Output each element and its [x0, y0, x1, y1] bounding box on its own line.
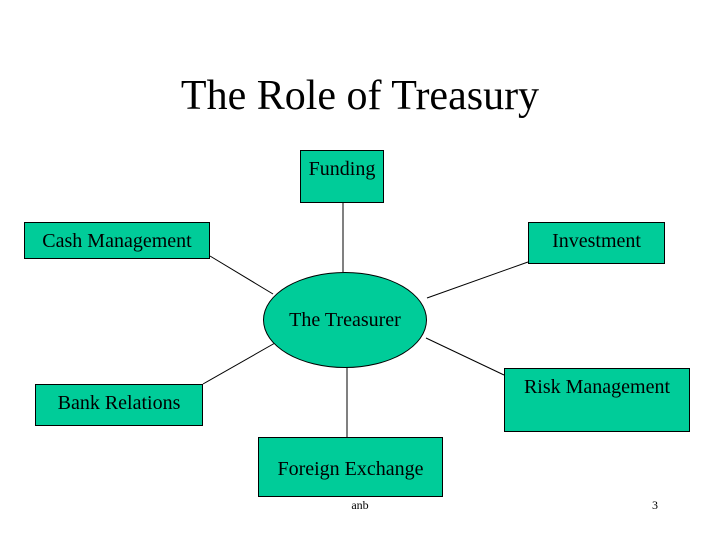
- connector-investment: [426, 261, 529, 299]
- connector-risk-management: [425, 337, 505, 376]
- node-foreign-exchange: Foreign Exchange: [258, 437, 443, 497]
- connector-bank-relations: [202, 342, 276, 385]
- node-risk-management: Risk Management: [504, 368, 690, 432]
- footer-text: anb: [351, 498, 369, 512]
- node-funding: Funding: [300, 150, 384, 203]
- connector-cash-management: [209, 255, 274, 295]
- node-bank-relations: Bank Relations: [35, 384, 203, 426]
- node-investment: Investment: [528, 222, 665, 264]
- node-treasurer: The Treasurer: [263, 272, 427, 368]
- node-cash-management: Cash Management: [24, 222, 210, 259]
- node-treasurer-label: The Treasurer: [289, 309, 401, 331]
- page-number: 3: [652, 498, 658, 512]
- slide-title: The Role of Treasury: [180, 73, 540, 119]
